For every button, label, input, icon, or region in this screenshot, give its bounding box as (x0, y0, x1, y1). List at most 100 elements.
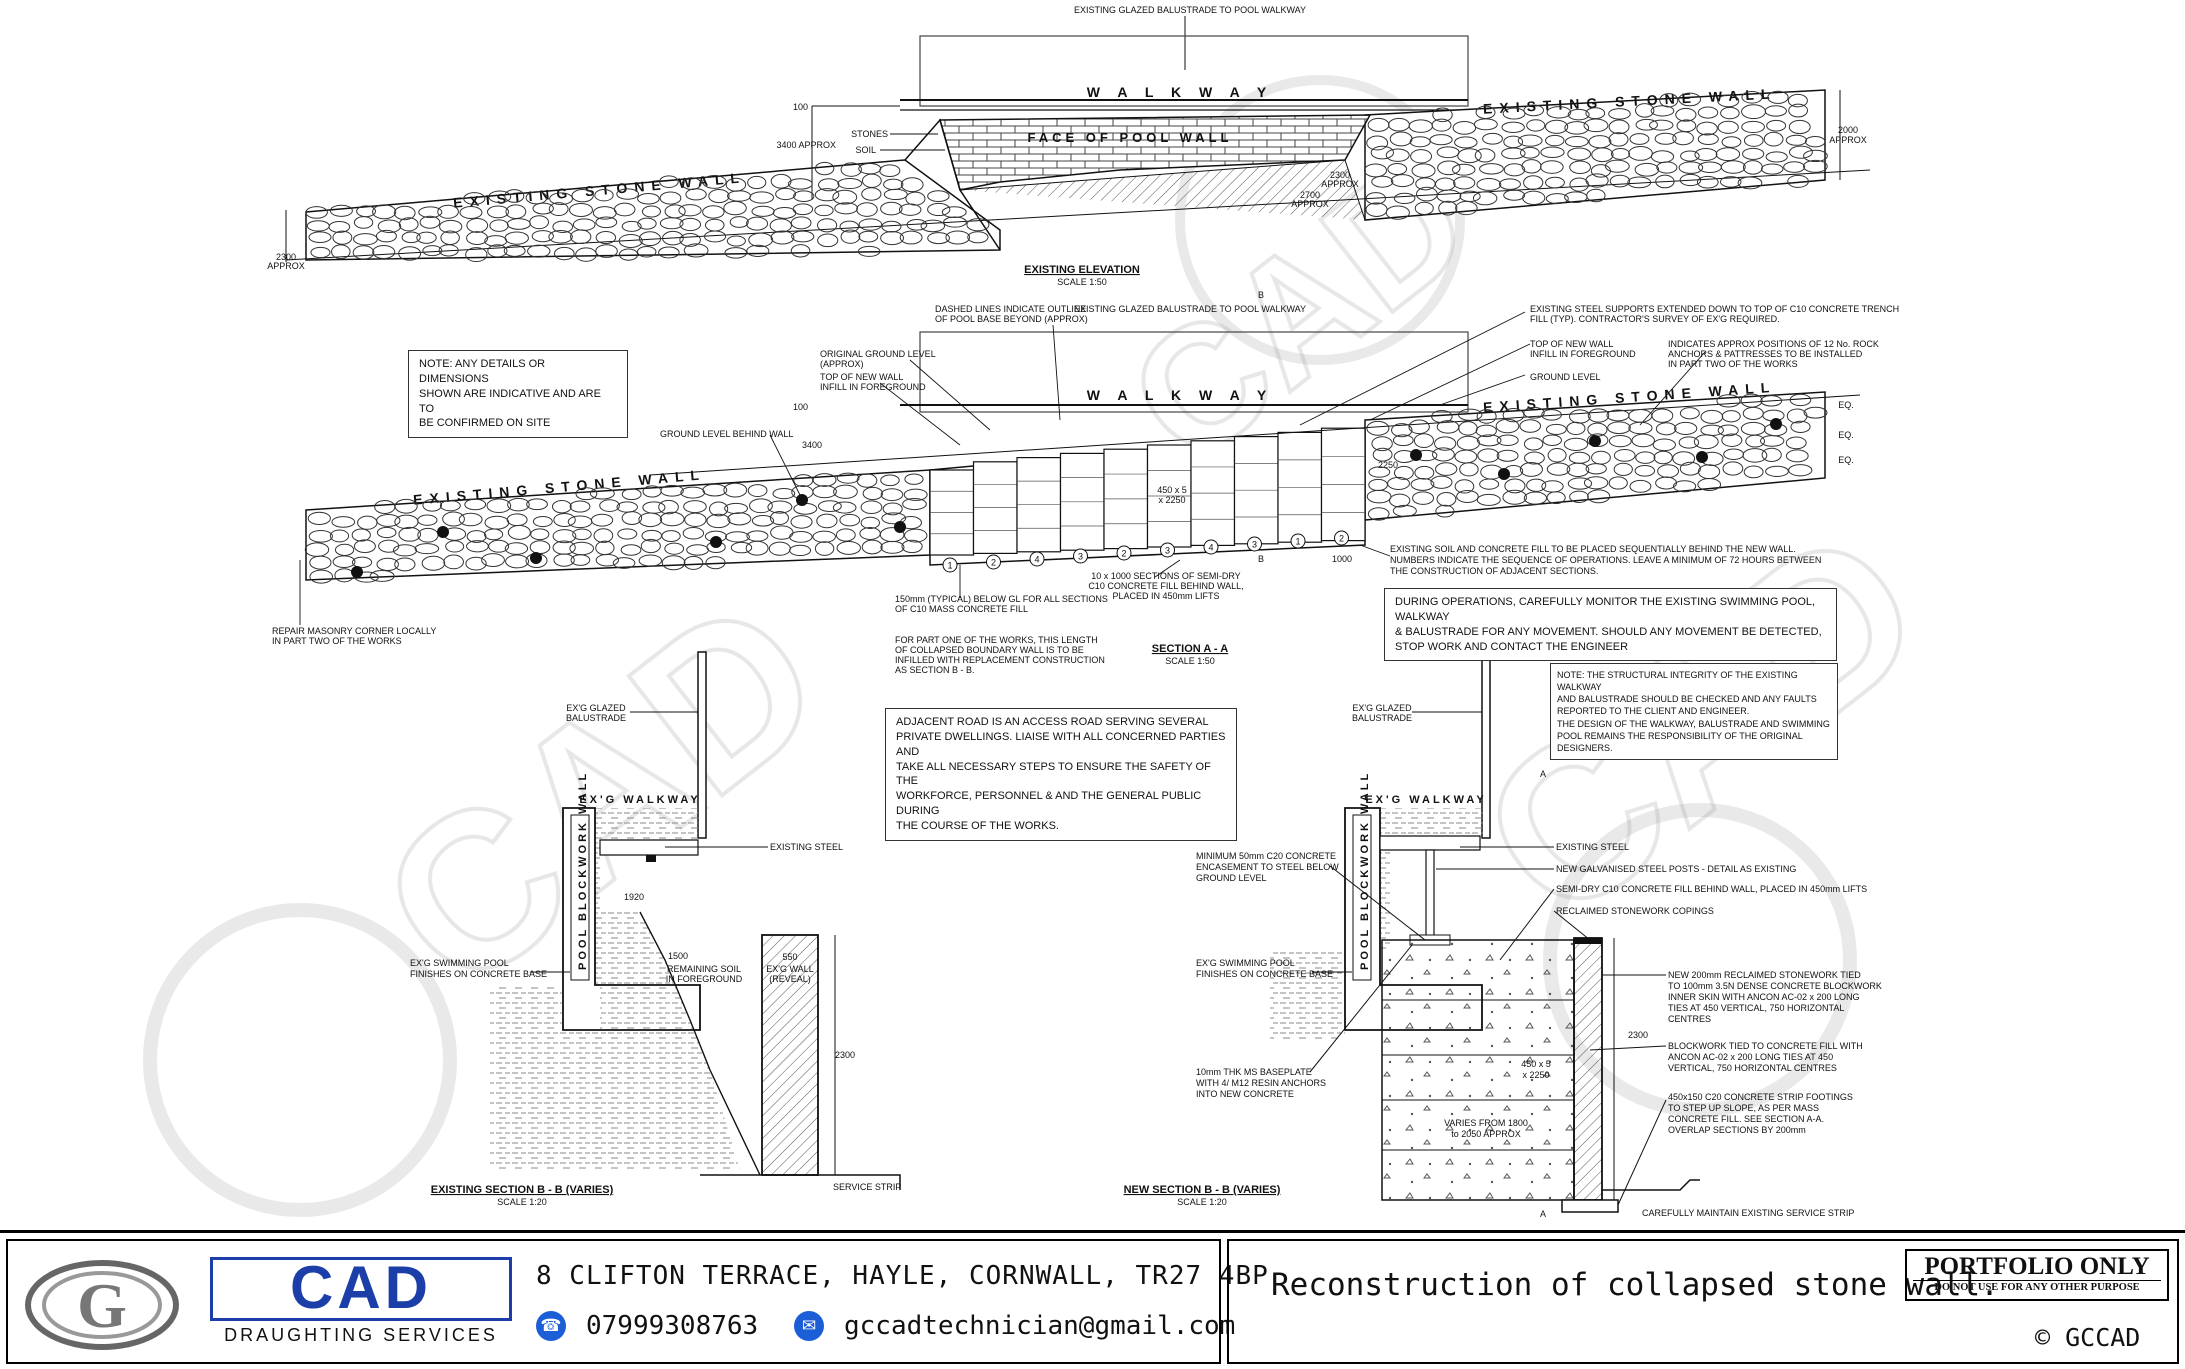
svg-text:INNER SKIN WITH ANCON AC-02 x: INNER SKIN WITH ANCON AC-02 x 200 LONG (1668, 992, 1860, 1002)
company-panel: G CAD DRAUGHTING SERVICES 8 CLIFTON TERR… (6, 1239, 1268, 1364)
phone-number[interactable]: 07999308763 (586, 1311, 759, 1341)
rock-anchors (351, 418, 1782, 578)
sequence-number: 1 (942, 557, 958, 573)
svg-text:550: 550 (782, 952, 797, 962)
svg-text:2300: 2300 (1330, 170, 1350, 180)
svg-text:FINISHES ON CONCRETE BASE: FINISHES ON CONCRETE BASE (410, 969, 547, 979)
svg-text:VARIES FROM 1800: VARIES FROM 1800 (1444, 1118, 1528, 1128)
svg-text:OF C10 MASS CONCRETE FILL: OF C10 MASS CONCRETE FILL (895, 604, 1028, 614)
svg-text:(REVEAL): (REVEAL) (769, 974, 811, 984)
stone-wall-left (305, 159, 1001, 261)
balustrade-label: EXISTING GLAZED BALUSTRADE TO POOL WALKW… (1074, 5, 1306, 15)
svg-text:POOL BLOCKWORK WALL: POOL BLOCKWORK WALL (1359, 771, 1371, 970)
svg-text:SCALE 1:20: SCALE 1:20 (1177, 1197, 1227, 1207)
concrete-fill (1381, 939, 1575, 1201)
svg-text:A: A (1540, 769, 1546, 779)
leader-lines (299, 311, 1706, 625)
svg-text:TOP OF NEW WALL: TOP OF NEW WALL (1530, 339, 1613, 349)
rock-anchor-icon (530, 552, 542, 564)
svg-text:INFILLED WITH REPLACEMENT CONS: INFILLED WITH REPLACEMENT CONSTRUCTION (895, 655, 1105, 665)
concrete-fill-sections (929, 427, 1366, 556)
svg-text:PLACED IN 450mm LIFTS: PLACED IN 450mm LIFTS (1112, 591, 1219, 601)
svg-text:x 2250: x 2250 (1522, 1070, 1549, 1080)
svg-text:CONCRETE FILL. SEE SECTION A-A: CONCRETE FILL. SEE SECTION A-A. (1668, 1114, 1824, 1124)
watermark (143, 75, 1857, 1217)
svg-text:4: 4 (1208, 543, 1213, 553)
svg-text:EXISTING SOIL AND CONCRETE FIL: EXISTING SOIL AND CONCRETE FILL TO BE PL… (1390, 544, 1796, 554)
svg-text:3: 3 (1078, 552, 1083, 562)
svg-text:GROUND LEVEL BEHIND WALL: GROUND LEVEL BEHIND WALL (660, 429, 793, 439)
svg-text:EXISTING STEEL: EXISTING STEEL (1556, 842, 1629, 852)
svg-text:EQ.: EQ. (1838, 455, 1854, 465)
svg-text:150mm (TYPICAL) BELOW GL FOR A: 150mm (TYPICAL) BELOW GL FOR ALL SECTION… (895, 594, 1108, 604)
svg-text:ORIGINAL GROUND LEVEL: ORIGINAL GROUND LEVEL (820, 349, 936, 359)
svg-text:FILL (TYP). CONTRACTOR'S SURVE: FILL (TYP). CONTRACTOR'S SURVEY OF EX'G … (1530, 314, 1780, 324)
svg-text:2300: 2300 (835, 1050, 855, 1060)
svg-text:EX'G WALKWAY: EX'G WALKWAY (1365, 794, 1486, 806)
svg-text:GROUND LEVEL: GROUND LEVEL (1196, 873, 1267, 883)
svg-text:FOR PART ONE OF THE WORKS, THI: FOR PART ONE OF THE WORKS, THIS LENGTH (895, 635, 1098, 645)
svg-text:100: 100 (793, 402, 808, 412)
face-of-pool-wall: FACE OF POOL WALL (1028, 130, 1233, 145)
svg-text:(APPROX): (APPROX) (820, 359, 864, 369)
company-address: 8 CLIFTON TERRACE, HAYLE, CORNWALL, TR27… (536, 1261, 1269, 1291)
svg-text:SEMI-DRY C10 CONCRETE FILL BEH: SEMI-DRY C10 CONCRETE FILL BEHIND WALL, … (1556, 884, 1867, 894)
sequence-number: 2 (1116, 545, 1132, 561)
email-address[interactable]: gccadtechnician@gmail.com (844, 1311, 1236, 1341)
svg-text:EXISTING GLAZED BALUSTRADE TO: EXISTING GLAZED BALUSTRADE TO POOL WALKW… (1074, 304, 1306, 314)
rock-anchor-icon (437, 526, 449, 538)
svg-text:450 x 5: 450 x 5 (1521, 1059, 1551, 1069)
svg-text:AS SECTION B - B.: AS SECTION B - B. (895, 665, 975, 675)
copyright: © GCCAD (2035, 1323, 2141, 1352)
rock-anchor-icon (1498, 468, 1510, 480)
svg-text:NUMBERS INDICATE THE SEQUENCE: NUMBERS INDICATE THE SEQUENCE OF OPERATI… (1390, 555, 1821, 565)
sequence-number: 3 (1247, 536, 1262, 552)
svg-text:TO 100mm 3.5N DENSE CONCRETE B: TO 100mm 3.5N DENSE CONCRETE BLOCKWORK (1668, 981, 1882, 991)
stone-texture (304, 472, 928, 584)
svg-text:GROUND LEVEL: GROUND LEVEL (1530, 372, 1601, 382)
svg-text:B: B (1258, 290, 1264, 300)
reclaimed-note: NEW 200mm RECLAIMED STONEWORK TIED TO 10… (1668, 970, 1882, 1024)
svg-text:EX'G WALL: EX'G WALL (766, 964, 813, 974)
sequence-number: 4 (1029, 551, 1045, 567)
structural-integrity-note: NOTE: THE STRUCTURAL INTEGRITY OF THE EX… (1550, 663, 1838, 760)
svg-text:CAREFULLY MAINTAIN EXISTING SE: CAREFULLY MAINTAIN EXISTING SERVICE STRI… (1642, 1208, 1854, 1218)
svg-text:BLOCKWORK TIED TO CONCRETE FIL: BLOCKWORK TIED TO CONCRETE FILL WITH (1668, 1041, 1863, 1051)
steel-post (1425, 849, 1435, 941)
project-panel: Reconstruction of collapsed stone wall. … (1227, 1239, 2179, 1364)
rock-anchor-icon (796, 494, 808, 506)
svg-text:INDICATES APPROX POSITIONS OF: INDICATES APPROX POSITIONS OF 12 No. ROC… (1668, 339, 1879, 349)
svg-text:SOIL: SOIL (855, 145, 876, 155)
svg-text:STONES: STONES (851, 129, 888, 139)
rock-anchor-icon (894, 521, 906, 533)
svg-text:450 x 5: 450 x 5 (1157, 485, 1187, 495)
svg-text:EQ.: EQ. (1838, 430, 1854, 440)
sequence-number: 3 (1073, 548, 1088, 564)
svg-text:SCALE 1:50: SCALE 1:50 (1165, 656, 1215, 666)
access-road-note: ADJACENT ROAD IS AN ACCESS ROAD SERVING … (885, 708, 1237, 841)
svg-text:3: 3 (1252, 540, 1257, 550)
svg-text:to 2050 APPROX: to 2050 APPROX (1451, 1129, 1521, 1139)
svg-text:2: 2 (1339, 534, 1344, 544)
rock-anchor-icon (351, 566, 363, 578)
svg-text:EXISTING STEEL: EXISTING STEEL (770, 842, 843, 852)
svg-text:SCALE 1:20: SCALE 1:20 (497, 1197, 547, 1207)
technical-drawing: CAD CAD CAD EXISTING GLAZED BALUSTRADE T… (143, 5, 1967, 1219)
svg-text:4: 4 (1034, 555, 1039, 565)
svg-text:NEW GALVANISED STEEL POSTS - D: NEW GALVANISED STEEL POSTS - DETAIL AS E… (1556, 864, 1796, 874)
svg-text:1000: 1000 (1332, 554, 1352, 564)
svg-text:DASHED LINES INDICATE OUTLINE: DASHED LINES INDICATE OUTLINE (935, 304, 1086, 314)
svg-text:EX'G GLAZED: EX'G GLAZED (1352, 703, 1412, 713)
elevation-title: EXISTING ELEVATION (1024, 264, 1140, 276)
existing-elevation: EXISTING GLAZED BALUSTRADE TO POOL WALKW… (267, 5, 1871, 287)
svg-text:B: B (1258, 554, 1264, 564)
svg-text:APPROX: APPROX (267, 261, 305, 271)
rock-anchor-icon (1696, 451, 1708, 463)
svg-text:CENTRES: CENTRES (1668, 1014, 1711, 1024)
svg-text:2700: 2700 (1300, 190, 1320, 200)
indicative-note: NOTE: ANY DETAILS OR DIMENSIONS SHOWN AR… (408, 350, 628, 439)
email-icon: ✉ (794, 1311, 824, 1341)
svg-text:EQ.: EQ. (1838, 400, 1854, 410)
svg-text:IN PART TWO OF THE WORKS: IN PART TWO OF THE WORKS (272, 636, 402, 646)
portfolio-stamp: PORTFOLIO ONLY DO NOT USE FOR ANY OTHER … (1905, 1249, 2169, 1301)
